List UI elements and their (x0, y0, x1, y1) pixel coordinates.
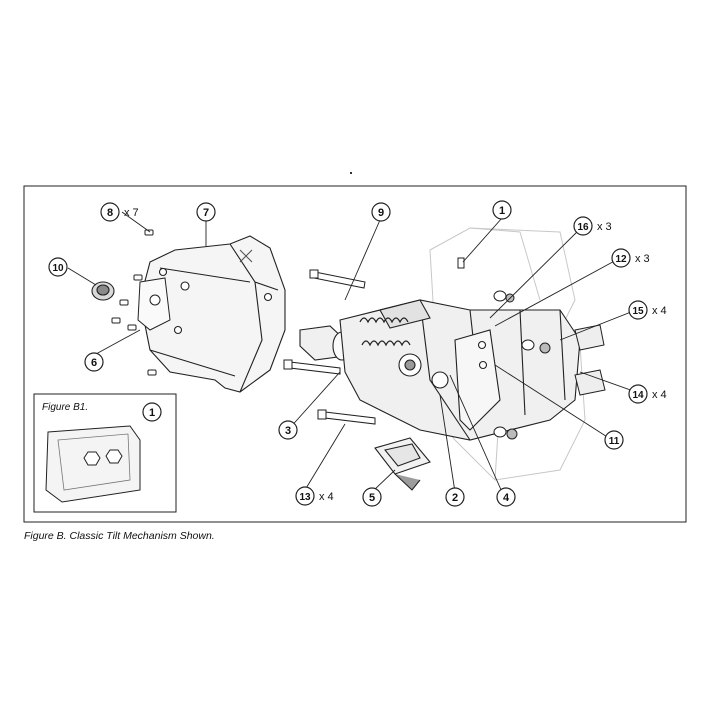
callout-c3: 3 (278, 420, 298, 440)
callout-circle (278, 420, 298, 440)
callout-number: 1 (499, 205, 505, 217)
callout-number: 10 (52, 263, 64, 274)
callout-c4: 4 (496, 487, 516, 507)
tilt-cover (139, 235, 286, 393)
callout-number: 6 (91, 357, 97, 369)
figure-caption: Figure B. Classic Tilt Mechanism Shown. (24, 530, 215, 542)
callout-number: 13 (299, 492, 311, 503)
tension-knob (374, 437, 431, 491)
callout-circle (611, 248, 631, 268)
callout-quantity: x 4 (319, 491, 334, 503)
callout-circle (604, 430, 624, 450)
callout-circle (445, 487, 465, 507)
callout-circle (628, 300, 648, 320)
callout-c1: 1 (492, 200, 512, 220)
callout-circle (492, 200, 512, 220)
callout-circle (84, 352, 104, 372)
callout-c16: 16 x 3 (573, 216, 612, 236)
cover-screws (111, 229, 157, 376)
callout-circle (142, 402, 162, 422)
callout-quantity: x 4 (652, 305, 667, 317)
callout-circle (196, 202, 216, 222)
callout-c7: 7 (196, 202, 216, 222)
callout-c2: 2 (445, 487, 465, 507)
callout-c12: 12 x 3 (611, 248, 650, 268)
leader-lines (67, 211, 637, 493)
callout-number: 3 (285, 425, 291, 437)
callout-circle (295, 486, 315, 506)
callout-circle (362, 487, 382, 507)
callout-number: 12 (615, 254, 627, 265)
callout-number: 7 (203, 207, 209, 219)
callout-c1b: 1 (142, 402, 162, 422)
callout-number: 5 (369, 492, 375, 504)
callout-number: 15 (632, 306, 644, 317)
callout-c9: 9 (371, 202, 391, 222)
callout-quantity: x 7 (124, 207, 139, 219)
tilt-springs (359, 317, 411, 347)
callout-circle (371, 202, 391, 222)
callout-quantity: x 3 (597, 221, 612, 233)
callout-c10: 10 (48, 257, 68, 277)
inset-title: Figure B1. (42, 402, 89, 413)
callout-number: 4 (503, 492, 510, 504)
rubber-grommet (91, 281, 115, 301)
callout-c6: 6 (84, 352, 104, 372)
callout-c15: 15 x 4 (628, 300, 667, 320)
callout-circle (496, 487, 516, 507)
callout-circle (48, 257, 68, 277)
inset-figure-b1 (33, 393, 177, 513)
callout-circle (628, 384, 648, 404)
callout-number: 2 (452, 492, 458, 504)
callout-c5: 5 (362, 487, 382, 507)
tilt-lever (454, 329, 501, 431)
callout-quantity: x 3 (635, 253, 650, 265)
center-plate (137, 277, 171, 331)
long-bolts (283, 269, 376, 425)
callout-c14: 14 x 4 (628, 384, 667, 404)
callout-number: 1 (149, 407, 155, 419)
callout-circle (100, 202, 120, 222)
callout-quantity: x 4 (652, 389, 667, 401)
callout-c13: 13 x 4 (295, 486, 334, 506)
callout-number: 9 (378, 207, 384, 219)
callout-number: 16 (577, 222, 589, 233)
callout-number: 8 (107, 207, 113, 219)
callout-number: 11 (609, 436, 620, 447)
callout-circle (573, 216, 593, 236)
callout-number: 14 (632, 390, 644, 401)
callout-c8: 8 x 7 (100, 202, 139, 222)
figure-frame (23, 185, 687, 523)
callout-c11: 11 (604, 430, 624, 450)
stray-mark (350, 172, 352, 174)
